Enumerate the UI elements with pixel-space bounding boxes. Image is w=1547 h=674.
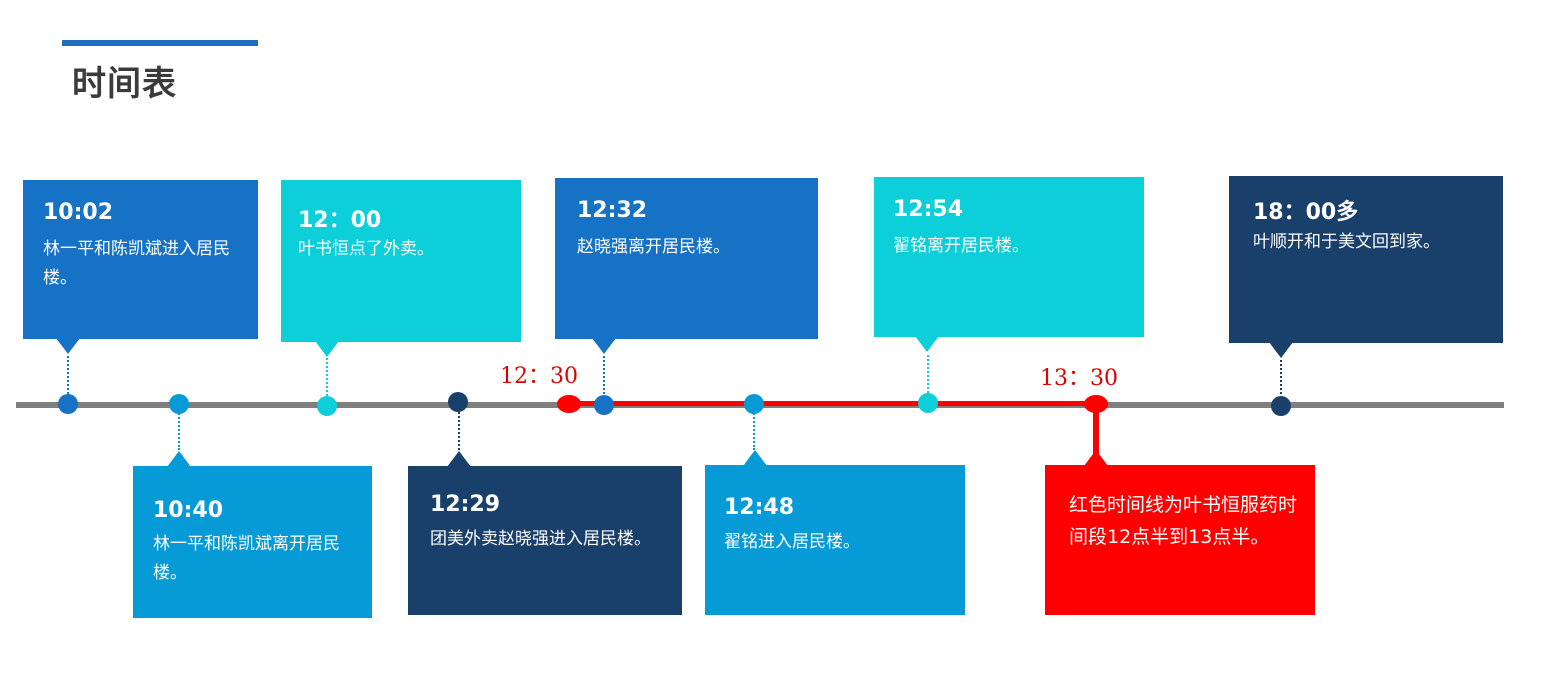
event-connector — [67, 356, 69, 402]
event-time: 12:48 — [724, 495, 795, 520]
card-pointer — [915, 336, 939, 352]
card-pointer — [592, 338, 616, 354]
medication-start-marker — [557, 395, 581, 413]
event-card: 12:29 团美外卖赵晓强进入居民楼。 — [408, 466, 682, 615]
event-time: 10:40 — [153, 498, 224, 523]
event-time: 12：00 — [298, 208, 382, 233]
event-card: 12:54 翟铭离开居民楼。 — [874, 177, 1144, 337]
event-description: 林一平和陈凯斌离开居民楼。 — [153, 534, 340, 583]
card-pointer — [315, 341, 339, 357]
event-time: 18：00多 — [1253, 200, 1359, 225]
event-card: 18：00多 叶顺开和于美文回到家。 — [1229, 176, 1503, 343]
card-pointer — [447, 451, 471, 467]
medication-note-card: 红色时间线为叶书恒服药时间段12点半到13点半。 — [1045, 465, 1315, 615]
event-card: 12:32 赵晓强离开居民楼。 — [555, 178, 818, 339]
page-title: 时间表 — [72, 64, 177, 104]
title-accent-bar — [62, 40, 258, 46]
card-pointer — [56, 338, 80, 354]
medication-start-label: 12：30 — [500, 364, 578, 389]
event-marker — [169, 394, 189, 414]
event-connector — [178, 410, 180, 450]
event-connector — [603, 356, 605, 402]
event-card: 10:02 林一平和陈凯斌进入居民楼。 — [23, 180, 258, 339]
event-marker — [58, 394, 78, 414]
card-pointer — [1269, 342, 1293, 358]
event-marker — [594, 395, 614, 415]
event-time: 12:32 — [577, 198, 648, 223]
event-description: 林一平和陈凯斌进入居民楼。 — [43, 239, 230, 288]
event-connector — [1280, 360, 1282, 402]
event-description: 赵晓强离开居民楼。 — [577, 237, 730, 257]
event-card: 12：00 叶书恒点了外卖。 — [281, 180, 521, 342]
event-marker — [918, 393, 938, 413]
card-pointer — [1084, 450, 1108, 466]
event-time: 10:02 — [43, 200, 114, 225]
medication-end-label: 13：30 — [1040, 366, 1118, 391]
event-card: 12:48 翟铭进入居民楼。 — [705, 465, 965, 615]
event-marker — [1271, 396, 1291, 416]
event-connector — [326, 358, 328, 404]
medication-note-connector — [1093, 404, 1099, 462]
event-card: 10:40 林一平和陈凯斌离开居民楼。 — [133, 466, 372, 618]
event-time: 12:54 — [893, 197, 964, 222]
event-description: 团美外卖赵晓强进入居民楼。 — [430, 529, 651, 549]
event-description: 叶顺开和于美文回到家。 — [1253, 232, 1440, 252]
event-connector — [458, 408, 460, 450]
medication-end-marker — [1084, 395, 1108, 413]
card-pointer — [743, 450, 767, 466]
event-connector — [753, 410, 755, 450]
event-marker — [744, 394, 764, 414]
medication-note-text: 红色时间线为叶书恒服药时间段12点半到13点半。 — [1069, 494, 1298, 548]
event-time: 12:29 — [430, 492, 501, 517]
medication-period-line — [569, 401, 1096, 406]
card-pointer — [167, 451, 191, 467]
event-description: 翟铭进入居民楼。 — [724, 532, 860, 552]
event-marker — [448, 392, 468, 412]
event-description: 叶书恒点了外卖。 — [298, 239, 434, 259]
event-marker — [317, 396, 337, 416]
event-connector — [927, 355, 929, 401]
event-description: 翟铭离开居民楼。 — [893, 236, 1029, 256]
